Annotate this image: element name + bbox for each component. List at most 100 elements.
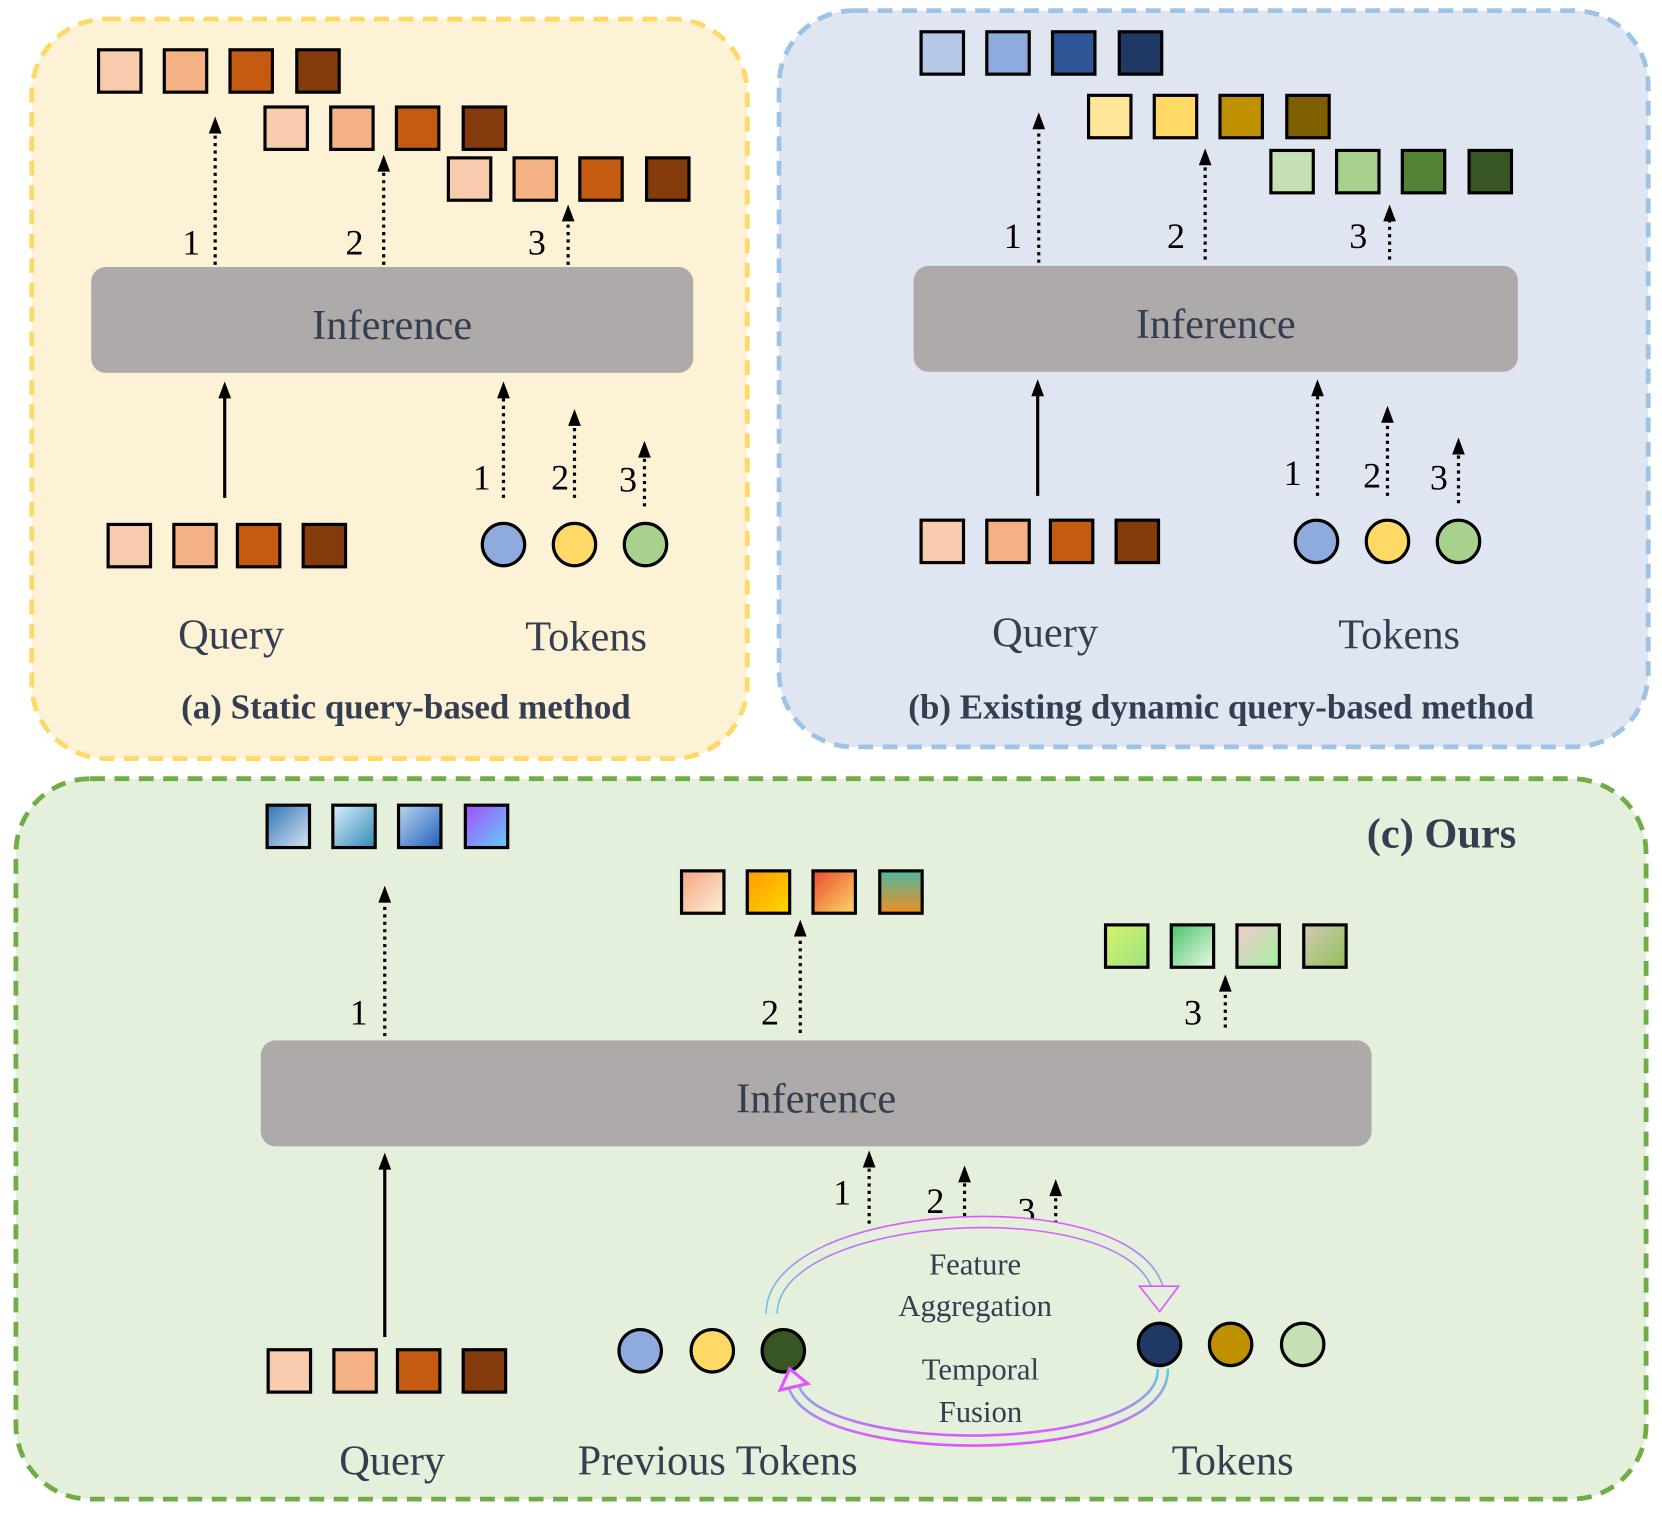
panel-c-caption: (c) Ours <box>1367 811 1516 858</box>
output-query-square <box>1218 93 1264 140</box>
output-arrow-2 <box>377 154 391 265</box>
token-arrow-2 <box>1381 405 1394 496</box>
token-step-label: 2 <box>1363 455 1381 495</box>
output-query-square <box>1467 148 1514 195</box>
gradient-output-square <box>331 803 377 850</box>
query-label: Query <box>178 611 285 658</box>
token-arrow-2 <box>568 408 581 498</box>
output-query-square <box>1050 30 1097 76</box>
gradient-output-square <box>1302 923 1348 969</box>
query-square <box>1114 518 1161 565</box>
output-query-square <box>394 105 441 151</box>
output-query-square <box>578 156 624 202</box>
output-arrow-3 <box>1218 974 1232 1028</box>
query-square <box>332 1348 378 1394</box>
query-label: Query <box>339 1438 446 1485</box>
previous-token-circle <box>617 1328 663 1374</box>
temporal-fusion-arrow <box>777 1366 1170 1447</box>
panel-a-caption: (a) Static query-based method <box>181 687 631 726</box>
gradient-output-square <box>265 803 312 850</box>
tokens-label: Tokens <box>1172 1438 1294 1485</box>
token-step-label: 1 <box>833 1173 851 1213</box>
output-query-square <box>295 48 341 94</box>
output-arrow-1 <box>1032 112 1046 263</box>
token-circle <box>622 521 669 568</box>
query-square <box>985 518 1031 565</box>
output-arrow-1 <box>208 116 222 265</box>
step-label: 1 <box>350 992 368 1032</box>
inference-box <box>913 265 1518 372</box>
gradient-output-square <box>811 869 857 915</box>
output-arrow-2 <box>1198 148 1212 260</box>
token-arrow-2 <box>958 1165 971 1224</box>
output-query-square <box>1117 30 1164 76</box>
inference-box-label: Inference <box>736 1075 896 1122</box>
token-arrow-1 <box>862 1150 876 1224</box>
output-query-square <box>461 105 508 151</box>
step-label: 3 <box>528 222 546 262</box>
token-step-label: 2 <box>926 1181 944 1221</box>
query-square <box>395 1348 442 1394</box>
token-arrow-3 <box>1049 1179 1063 1224</box>
step-label: 2 <box>346 222 364 262</box>
query-square <box>1048 518 1095 565</box>
output-query-square <box>162 48 209 94</box>
token-circle <box>1435 518 1482 565</box>
output-query-square <box>263 105 309 151</box>
query-square <box>172 522 218 569</box>
output-query-square <box>1400 148 1447 195</box>
token-step-label: 3 <box>619 460 637 500</box>
feature-aggregation-label: Feature <box>929 1248 1021 1282</box>
output-arrow-1 <box>378 885 392 1037</box>
output-arrow-2 <box>793 919 807 1033</box>
output-arrow-3 <box>561 204 575 265</box>
token-circle <box>480 521 527 568</box>
temporal-fusion-label: Temporal <box>922 1352 1039 1386</box>
output-query-square <box>1086 93 1133 140</box>
output-query-square <box>1152 93 1199 140</box>
token-step-label: 3 <box>1430 457 1448 497</box>
output-query-square <box>1335 148 1381 195</box>
output-query-square <box>919 30 966 76</box>
gradient-output-square <box>679 869 726 915</box>
token-circle <box>1364 518 1411 565</box>
output-query-square <box>1269 148 1315 195</box>
panel-b-caption: (b) Existing dynamic query-based method <box>908 687 1534 726</box>
token-arrow-1 <box>1311 379 1324 496</box>
step-label: 2 <box>1167 216 1185 256</box>
token-step-label: 1 <box>1284 453 1302 493</box>
output-query-square <box>96 48 143 94</box>
previous-tokens-label: Previous Tokens <box>578 1438 858 1485</box>
inference-box <box>260 1040 1372 1147</box>
tokens-label: Tokens <box>525 614 647 661</box>
output-arrow-3 <box>1383 204 1396 260</box>
gradient-output-square <box>1103 923 1150 969</box>
token-circle <box>1207 1321 1254 1368</box>
output-query-square <box>644 156 691 202</box>
gradient-output-square <box>878 869 924 915</box>
gradient-output-square <box>745 869 792 915</box>
output-query-square <box>985 30 1031 76</box>
token-step-label: 1 <box>473 457 491 497</box>
previous-token-circle <box>760 1328 807 1374</box>
gradient-output-square <box>396 803 443 850</box>
output-query-square <box>228 48 274 94</box>
step-label: 3 <box>1184 992 1202 1032</box>
query-arrow <box>1031 379 1045 496</box>
step-label: 2 <box>761 992 779 1032</box>
query-square <box>106 522 153 569</box>
query-square <box>919 518 966 565</box>
token-circle <box>1136 1321 1183 1368</box>
token-arrow-3 <box>1452 437 1465 504</box>
step-label: 1 <box>1004 216 1022 256</box>
query-square <box>301 522 348 569</box>
query-square <box>235 522 282 569</box>
gradient-output-square <box>463 803 510 850</box>
panel-a <box>29 16 750 761</box>
query-arrow <box>378 1152 392 1338</box>
panel-b <box>776 8 1651 750</box>
query-arrow <box>218 381 232 498</box>
output-query-square <box>512 156 559 202</box>
gradient-output-square <box>1235 923 1281 969</box>
